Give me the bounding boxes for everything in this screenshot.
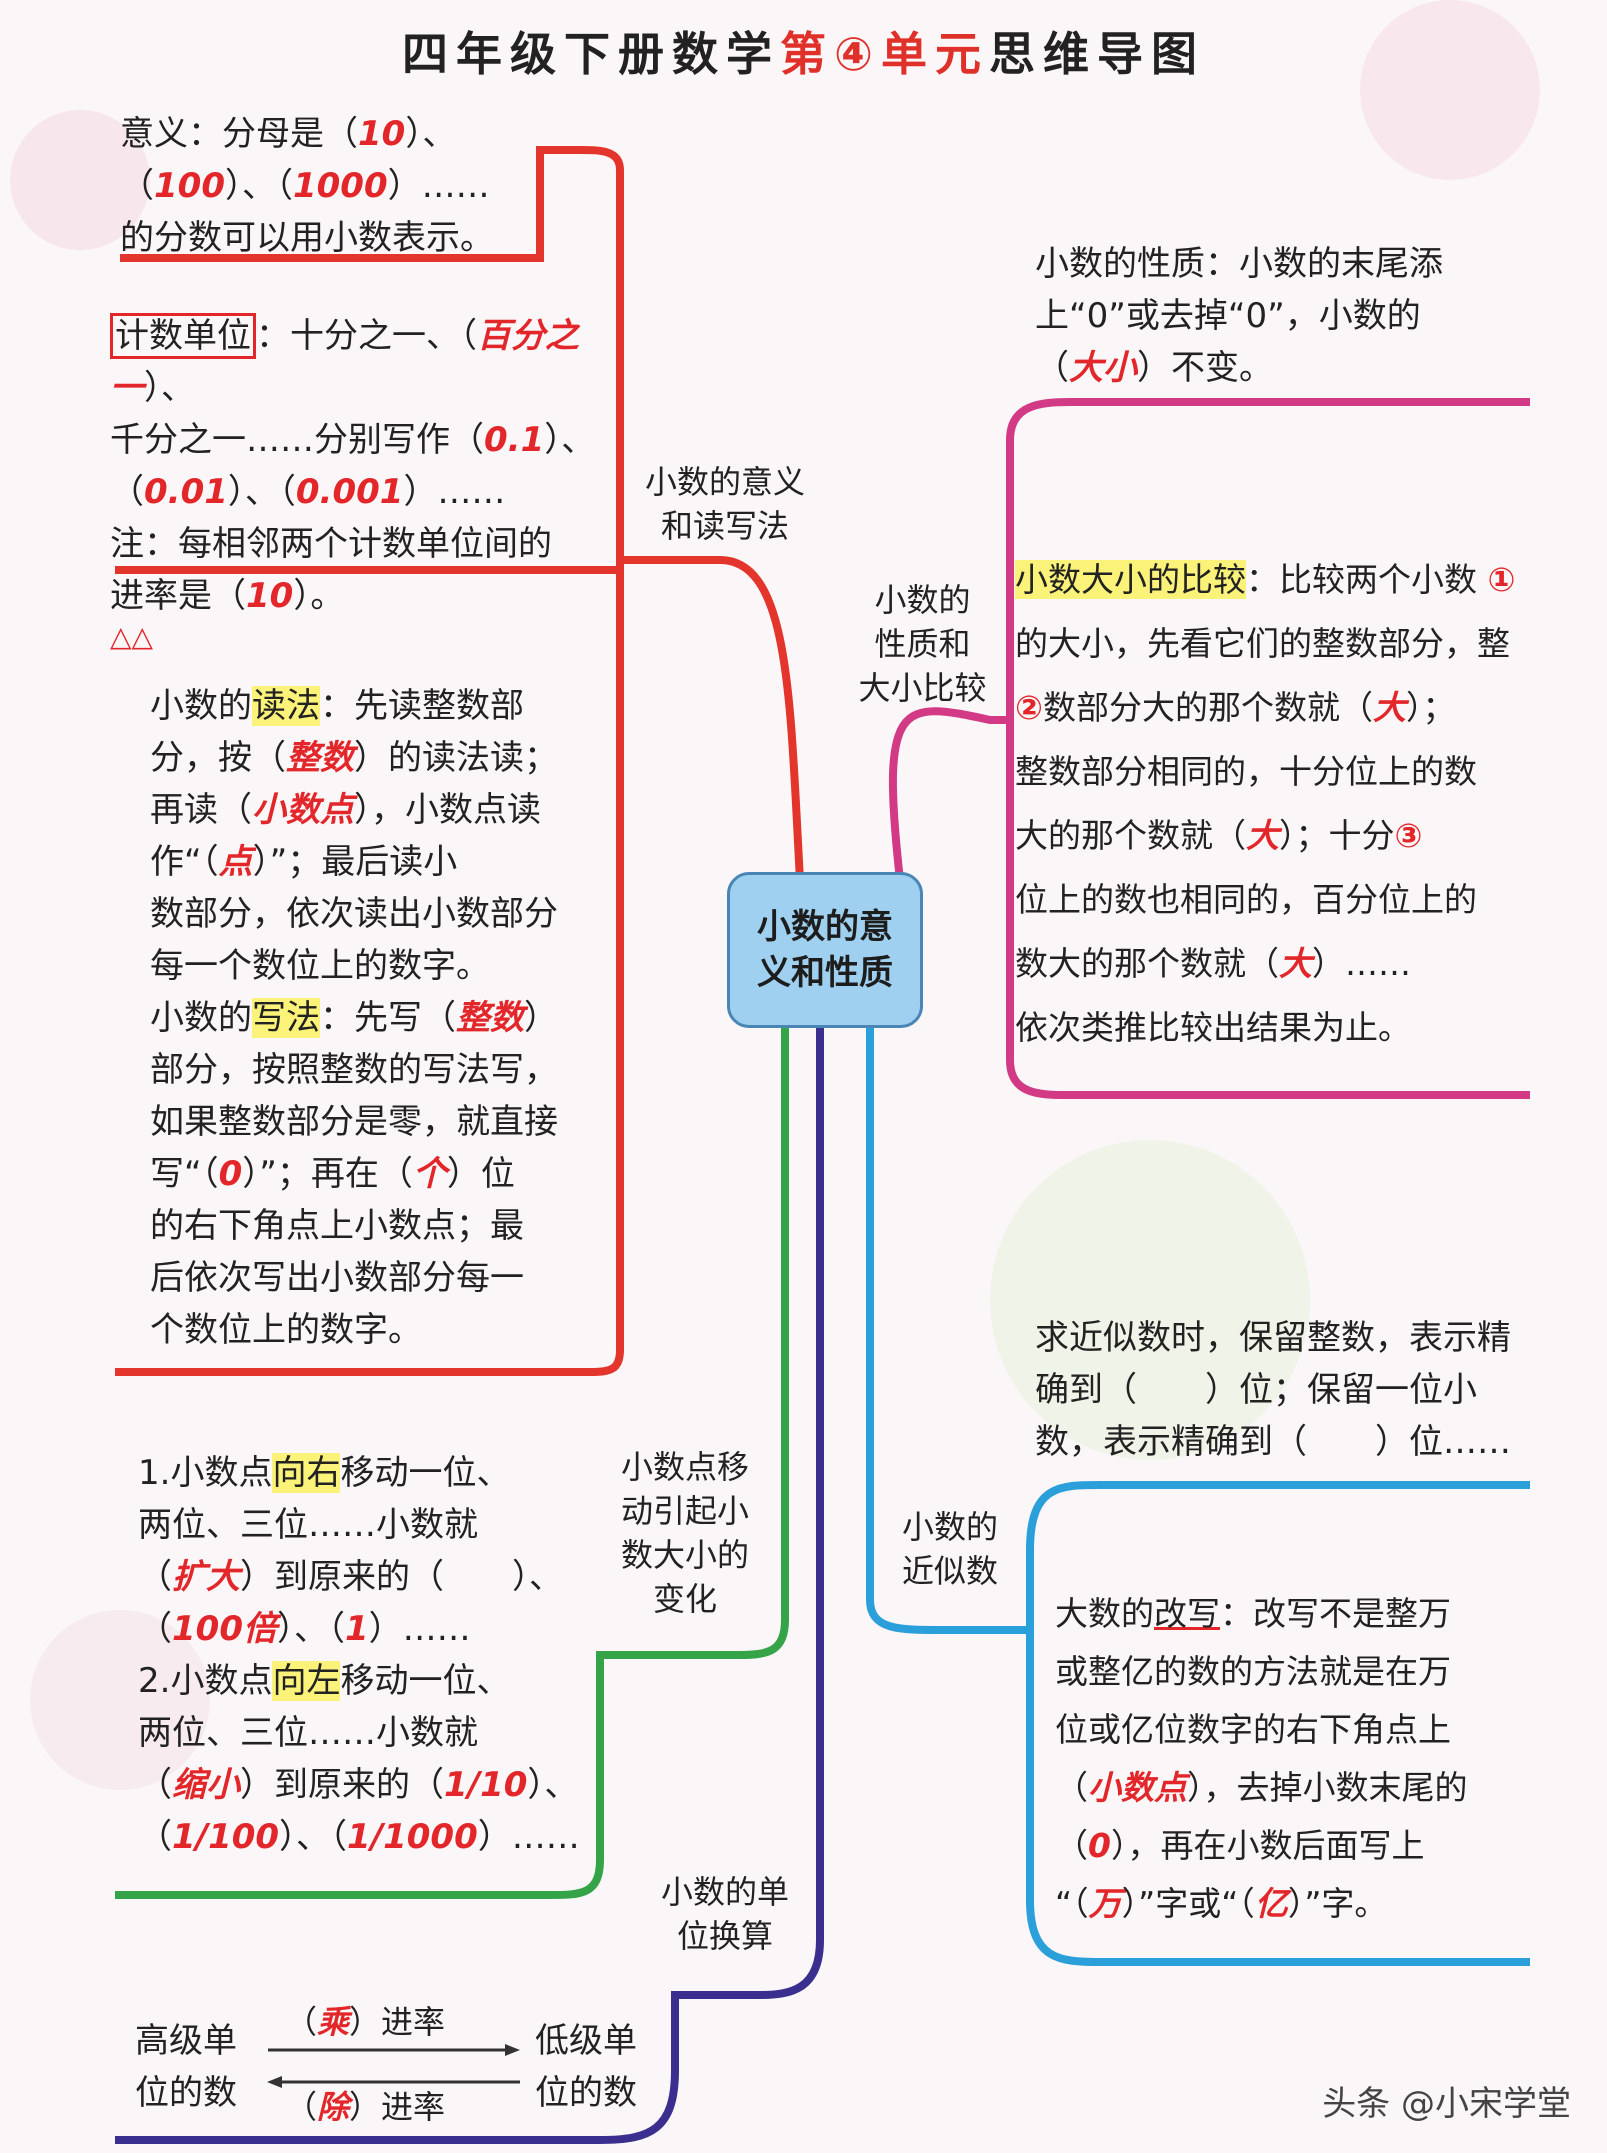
unit-bottom-arrow-label: （除）进率 — [285, 2088, 446, 2126]
branch-label-property: 小数的性质和大小比较 — [858, 581, 987, 707]
branch-label-approx: 小数的近似数 — [901, 1508, 998, 1590]
approx-text: 求近似数时，保留整数，表示精 确到（ ）位；保留一位小 数，表示精确到（ ）位…… — [1035, 1318, 1511, 1462]
meaning-text: 意义：分母是（10）、 （100）、（1000）…… 的分数可以用小数表示。 — [120, 114, 494, 258]
branch-magenta — [888, 398, 1530, 881]
rewrite-text: 大数的改写：改写不是整万 或整亿的数的方法就是在万 位或亿位数字的右下角点上 （… — [1055, 1594, 1468, 1923]
watermark: 头条 @小宋学堂 — [1322, 2084, 1571, 2124]
unit-high: 高级单位的数 — [135, 2021, 237, 2113]
branch-blue — [866, 1020, 1530, 1634]
counting-unit-text: 计数单位：十分之一、（百分之一）、 千分之一……分别写作（0.1）、 （0.01… — [110, 310, 620, 652]
unit-low: 低级单位的数 — [535, 2021, 637, 2113]
branch-label-move: 小数点移动引起小数大小的变化 — [620, 1448, 749, 1618]
unit-top-arrow-label: （乘）进率 — [285, 2003, 446, 2041]
property-text: 小数的性质：小数的末尾添 上“0”或去掉“0”，小数的 （大小）不变。 — [1035, 244, 1443, 388]
page-title: 四年级下册数学第④单元思维导图 — [402, 27, 1205, 81]
branch-label-meaning: 小数的意义和读写法 — [644, 463, 805, 545]
branch-red — [120, 146, 804, 881]
move-text: 1.小数点向右移动一位、 两位、三位……小数就 （扩大）到原来的（ ）、 （10… — [138, 1453, 580, 1857]
compare-text: 小数大小的比较：比较两个小数 ① 的大小，先看它们的整数部分，整 ②数部分大的那… — [1015, 560, 1516, 1047]
branch-green — [115, 1020, 789, 1899]
read-write-text: 小数的读法：先读整数部 分，按（整数）的读法读； 再读（小数点），小数点读 作“… — [150, 686, 558, 1350]
branch-purple — [115, 1020, 824, 2144]
branch-label-unit: 小数的单位换算 — [660, 1873, 789, 1955]
central-topic: 小数的意义和性质 — [727, 872, 923, 1028]
